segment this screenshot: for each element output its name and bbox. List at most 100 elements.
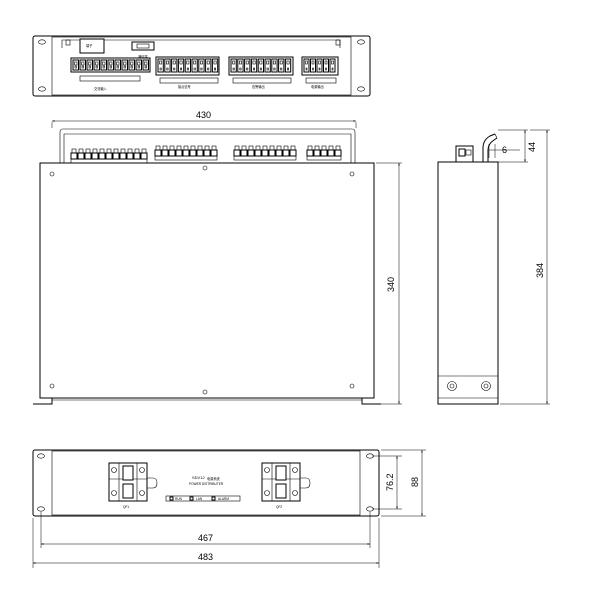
terminal-cell (190, 145, 196, 151)
terminal-cell (98, 152, 106, 160)
terminal-cell (233, 149, 241, 157)
terminal-cell (74, 61, 78, 66)
terminal-cell (91, 152, 99, 160)
terminal-cell (271, 58, 278, 73)
terminal-cell (180, 67, 182, 71)
terminal-cell (162, 145, 168, 151)
terminal-cell (279, 60, 283, 65)
terminal-cell (102, 65, 105, 69)
terminal-cell (200, 60, 203, 65)
terminal-cell (214, 67, 216, 71)
terminal-cell (272, 60, 276, 65)
terminal-cell (254, 149, 262, 157)
terminal-cell (276, 145, 282, 151)
front-view-body (33, 128, 381, 405)
group-label-1: 交流输入 (94, 86, 108, 91)
terminal-cell (321, 145, 327, 151)
group-label-4: 电源输出 (311, 84, 324, 89)
terminal-cell (289, 149, 297, 157)
dim-76-2-text: 76.2 (385, 473, 395, 491)
terminal-cell (247, 149, 255, 157)
terminal-cell (77, 152, 85, 160)
terminal-cell (116, 61, 120, 66)
terminal-cell (259, 67, 262, 71)
terminal-cell (284, 58, 292, 73)
breaker-right-label: QF2 (276, 505, 282, 509)
terminal-cell (196, 149, 204, 157)
side-view-body (437, 133, 499, 405)
dimension-483: 483 (32, 518, 380, 568)
terminal-cell (172, 60, 176, 65)
terminal-cell (316, 58, 323, 73)
dim-340-text: 340 (386, 277, 396, 292)
terminal-cell (166, 60, 169, 65)
terminal-cell (230, 58, 237, 73)
model-label: SDV12 (192, 475, 205, 480)
terminal-cell (183, 145, 189, 151)
terminal-cell (193, 60, 197, 65)
terminal-cell (241, 145, 247, 151)
terminal-cell (203, 149, 211, 157)
terminal-cell (329, 58, 336, 73)
terminal-cell (286, 60, 290, 65)
terminal-cell (269, 145, 275, 151)
terminal-cell (335, 145, 341, 151)
terminal-cell (119, 152, 127, 160)
terminal-cell (306, 149, 314, 157)
terminal-cell (204, 145, 210, 151)
terminal-cell (176, 145, 182, 151)
terminal-cell (323, 58, 329, 73)
dimension-76-2: 76.2 (372, 455, 402, 510)
terminal-cell (324, 60, 328, 65)
terminal-cell (305, 60, 308, 65)
terminal-cell (164, 58, 171, 73)
terminal-cell (109, 61, 113, 66)
terminal-cell (120, 148, 126, 154)
dim-467-text: 467 (198, 533, 213, 543)
breaker-left-label: QF1 (123, 505, 129, 509)
terminal-cell (232, 67, 235, 71)
terminal-cell (303, 58, 310, 73)
terminal-cell (245, 60, 249, 65)
terminal-cell (130, 65, 133, 69)
terminal-cell (126, 152, 134, 160)
terminal-cell (74, 65, 77, 69)
terminal-cell (116, 65, 119, 69)
terminal-cell (177, 58, 185, 73)
terminal-cell (133, 152, 141, 160)
terminal-cell (259, 60, 263, 65)
terminal-cell (283, 145, 289, 151)
terminal-cell (161, 149, 169, 157)
terminal-cell (179, 60, 183, 65)
top-view-panel: 端子 通信端 交流输入 接点信号 告警输出 电源输出 (32, 35, 371, 97)
terminal-cell (99, 148, 105, 154)
top-right-label: 通信端 (138, 54, 148, 59)
terminal-cell (280, 67, 283, 71)
dimension-6: 6 (488, 144, 520, 158)
terminal-cell (211, 58, 219, 73)
terminal-cell (334, 149, 342, 157)
terminal-cell (313, 149, 321, 157)
terminal-cell (198, 58, 205, 73)
terminal-cell (166, 67, 169, 71)
terminal-cell (189, 149, 197, 157)
terminal-cell (239, 60, 242, 65)
terminal-cell (266, 67, 269, 71)
terminal-cell (159, 60, 163, 65)
terminal-cell (306, 155, 342, 161)
terminal-cell (305, 67, 308, 71)
dimension-384: 384 (500, 129, 550, 405)
terminal-cell (130, 61, 134, 66)
terminal-cell (307, 145, 313, 151)
terminal-cell (137, 61, 141, 66)
terminal-cell (70, 158, 148, 164)
terminal-cell (191, 58, 198, 73)
terminal-cell (184, 58, 191, 73)
terminal-cell (244, 58, 251, 73)
terminal-cell (137, 65, 140, 69)
terminal-cell (123, 61, 127, 66)
terminal-cell (197, 145, 203, 151)
group-label-2: 接点信号 (178, 84, 191, 89)
led-label-run: RUN (175, 497, 183, 501)
